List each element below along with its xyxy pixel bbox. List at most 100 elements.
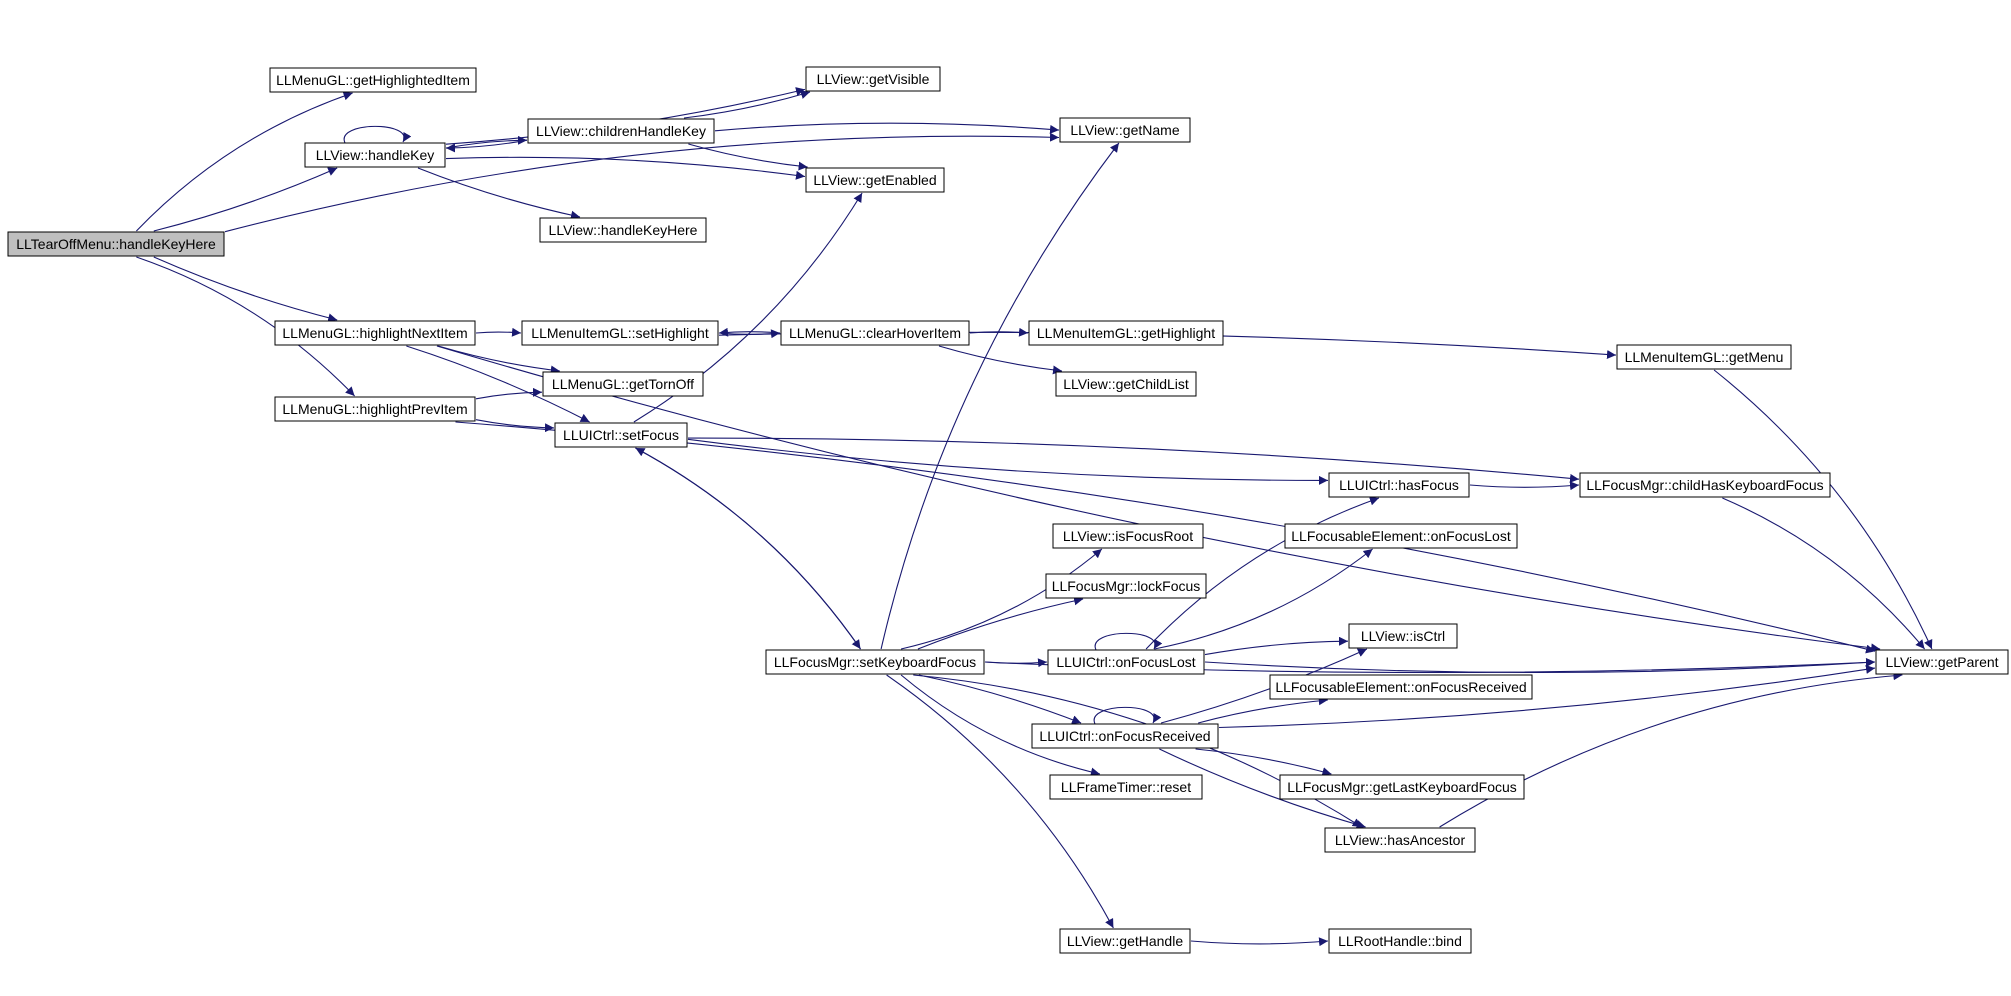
node-highlightNextItem[interactable]: LLMenuGL::highlightNextItem bbox=[274, 320, 476, 346]
node-box bbox=[521, 320, 719, 346]
node-felOnFocusReceived[interactable]: LLFocusableElement::onFocusReceived bbox=[1269, 674, 1533, 700]
node-isCtrl[interactable]: LLView::isCtrl bbox=[1348, 623, 1458, 649]
node-box bbox=[780, 320, 970, 346]
node-getChildList[interactable]: LLView::getChildList bbox=[1055, 371, 1197, 397]
node-box bbox=[554, 422, 688, 448]
edge-childrenHandleKey-to-getVisible bbox=[683, 90, 811, 119]
node-box bbox=[765, 649, 985, 675]
node-label: LLMenuGL::getTornOff bbox=[552, 376, 694, 392]
edge-onFocusLost-to-getParent bbox=[1204, 658, 1876, 674]
node-box bbox=[1284, 523, 1518, 549]
edge-onFocusReceived-to-getParent bbox=[1218, 665, 1876, 729]
node-label: LLFocusableElement::onFocusLost bbox=[1291, 528, 1511, 544]
node-getVisible[interactable]: LLView::getVisible bbox=[805, 66, 941, 92]
edge-setKeyboardFocus-to-isFocusRoot bbox=[900, 548, 1103, 650]
node-label: LLView::handleKey bbox=[316, 147, 435, 163]
node-label: LLView::isFocusRoot bbox=[1063, 528, 1193, 544]
node-handleKey[interactable]: LLView::handleKey bbox=[304, 142, 446, 168]
node-box bbox=[1579, 472, 1831, 498]
node-box bbox=[1031, 723, 1219, 749]
node-label: LLView::hasAncestor bbox=[1335, 832, 1466, 848]
node-hasAncestor[interactable]: LLView::hasAncestor bbox=[1324, 827, 1476, 853]
edge-onFocusReceived-to-felOnFocusReceived bbox=[1198, 696, 1328, 724]
node-box bbox=[1279, 774, 1525, 800]
node-label: LLTearOffMenu::handleKeyHere bbox=[16, 236, 216, 252]
node-getEnabled[interactable]: LLView::getEnabled bbox=[805, 167, 945, 193]
node-hasFocus[interactable]: LLUICtrl::hasFocus bbox=[1328, 472, 1470, 498]
edge-root-to-highlightPrevItem bbox=[136, 256, 355, 397]
node-getHighlightedItem[interactable]: LLMenuGL::getHighlightedItem bbox=[269, 67, 477, 93]
node-getName[interactable]: LLView::getName bbox=[1059, 117, 1191, 143]
node-getHandle[interactable]: LLView::getHandle bbox=[1059, 928, 1191, 954]
node-getHighlight[interactable]: LLMenuItemGL::getHighlight bbox=[1028, 320, 1224, 346]
node-label: LLMenuGL::highlightNextItem bbox=[282, 325, 467, 341]
node-box bbox=[1047, 649, 1205, 675]
node-label: LLFocusMgr::getLastKeyboardFocus bbox=[1287, 779, 1517, 795]
edge-childrenHandleKey-to-getEnabled bbox=[688, 143, 808, 171]
edge-handleKey-to-handleKey bbox=[343, 125, 412, 144]
node-frameTimerReset[interactable]: LLFrameTimer::reset bbox=[1049, 774, 1203, 800]
edge-highlightPrevItem-to-getTornOff bbox=[475, 387, 543, 400]
node-felOnFocusLost[interactable]: LLFocusableElement::onFocusLost bbox=[1284, 523, 1518, 549]
node-label: LLUICtrl::setFocus bbox=[563, 427, 679, 443]
node-box bbox=[1348, 623, 1458, 649]
node-onFocusLost[interactable]: LLUICtrl::onFocusLost bbox=[1047, 649, 1205, 675]
edge-setFocus-to-hasFocus bbox=[687, 438, 1329, 485]
edge-setKeyboardFocus-to-lockFocus bbox=[917, 596, 1084, 650]
node-getMenu[interactable]: LLMenuItemGL::getMenu bbox=[1616, 344, 1792, 370]
edge-childrenHandleKey-to-getName bbox=[714, 122, 1060, 134]
edge-onFocusLost-to-hasFocus bbox=[1145, 496, 1380, 650]
node-box bbox=[269, 67, 477, 93]
node-label: LLView::childrenHandleKey bbox=[536, 123, 706, 139]
edge-getMenu-to-getParent bbox=[1713, 369, 1933, 650]
node-setHighlight[interactable]: LLMenuItemGL::setHighlight bbox=[521, 320, 719, 346]
node-label: LLRootHandle::bind bbox=[1338, 933, 1462, 949]
node-lockFocus[interactable]: LLFocusMgr::lockFocus bbox=[1045, 573, 1207, 599]
node-label: LLView::handleKeyHere bbox=[549, 222, 698, 238]
edge-handleKey-to-handleKeyHere bbox=[417, 167, 581, 220]
node-box bbox=[274, 320, 476, 346]
node-label: LLMenuGL::clearHoverItem bbox=[789, 325, 961, 341]
edge-highlightNextItem-to-getTornOff bbox=[438, 345, 560, 375]
node-getTornOff[interactable]: LLMenuGL::getTornOff bbox=[542, 371, 704, 397]
edge-setKeyboardFocus-to-frameTimerReset bbox=[900, 674, 1101, 777]
node-setFocus[interactable]: LLUICtrl::setFocus bbox=[554, 422, 688, 448]
node-label: LLUICtrl::onFocusLost bbox=[1056, 654, 1195, 670]
node-label: LLView::getVisible bbox=[817, 71, 930, 87]
edge-setKeyboardFocus-to-setFocus bbox=[635, 447, 861, 650]
edge-onFocusLost-to-onFocusLost bbox=[1094, 632, 1163, 651]
edge-highlightNextItem-to-setHighlight bbox=[475, 327, 522, 337]
node-box bbox=[7, 231, 225, 257]
node-highlightPrevItem[interactable]: LLMenuGL::highlightPrevItem bbox=[274, 396, 476, 422]
node-label: LLMenuItemGL::getMenu bbox=[1625, 349, 1784, 365]
node-setKeyboardFocus[interactable]: LLFocusMgr::setKeyboardFocus bbox=[765, 649, 985, 675]
node-box bbox=[1875, 649, 2009, 675]
node-getLastKeyboardFocus[interactable]: LLFocusMgr::getLastKeyboardFocus bbox=[1279, 774, 1525, 800]
edge-highlightNextItem-to-setFocus bbox=[406, 345, 590, 423]
edge-highlightPrevItem-to-setFocus bbox=[475, 419, 555, 433]
node-rootHandleBind[interactable]: LLRootHandle::bind bbox=[1328, 928, 1472, 954]
node-clearHoverItem[interactable]: LLMenuGL::clearHoverItem bbox=[780, 320, 970, 346]
node-box bbox=[1055, 371, 1197, 397]
node-box bbox=[1049, 774, 1203, 800]
node-getParent[interactable]: LLView::getParent bbox=[1875, 649, 2009, 675]
edge-root-to-getName bbox=[224, 132, 1060, 233]
node-label: LLView::getChildList bbox=[1063, 376, 1189, 392]
node-onFocusReceived[interactable]: LLUICtrl::onFocusReceived bbox=[1031, 723, 1219, 749]
node-box bbox=[1328, 472, 1470, 498]
node-childHasKeyboardFocus[interactable]: LLFocusMgr::childHasKeyboardFocus bbox=[1579, 472, 1831, 498]
node-label: LLMenuItemGL::setHighlight bbox=[531, 325, 709, 341]
node-label: LLFrameTimer::reset bbox=[1061, 779, 1191, 795]
node-isFocusRoot[interactable]: LLView::isFocusRoot bbox=[1052, 523, 1204, 549]
node-childrenHandleKey[interactable]: LLView::childrenHandleKey bbox=[527, 118, 715, 144]
node-root[interactable]: LLTearOffMenu::handleKeyHere bbox=[7, 231, 225, 257]
node-handleKeyHere[interactable]: LLView::handleKeyHere bbox=[539, 217, 707, 243]
node-label: LLFocusMgr::setKeyboardFocus bbox=[774, 654, 976, 670]
edge-root-to-getHighlightedItem bbox=[136, 91, 353, 232]
nodes-layer: LLTearOffMenu::handleKeyHereLLMenuGL::ge… bbox=[7, 66, 2009, 954]
edge-clearHoverItem-to-setHighlight bbox=[718, 327, 781, 337]
edge-clearHoverItem-to-getChildList bbox=[938, 345, 1063, 375]
edge-hasFocus-to-childHasKeyboardFocus bbox=[1469, 481, 1580, 491]
node-label: LLView::getName bbox=[1070, 122, 1179, 138]
